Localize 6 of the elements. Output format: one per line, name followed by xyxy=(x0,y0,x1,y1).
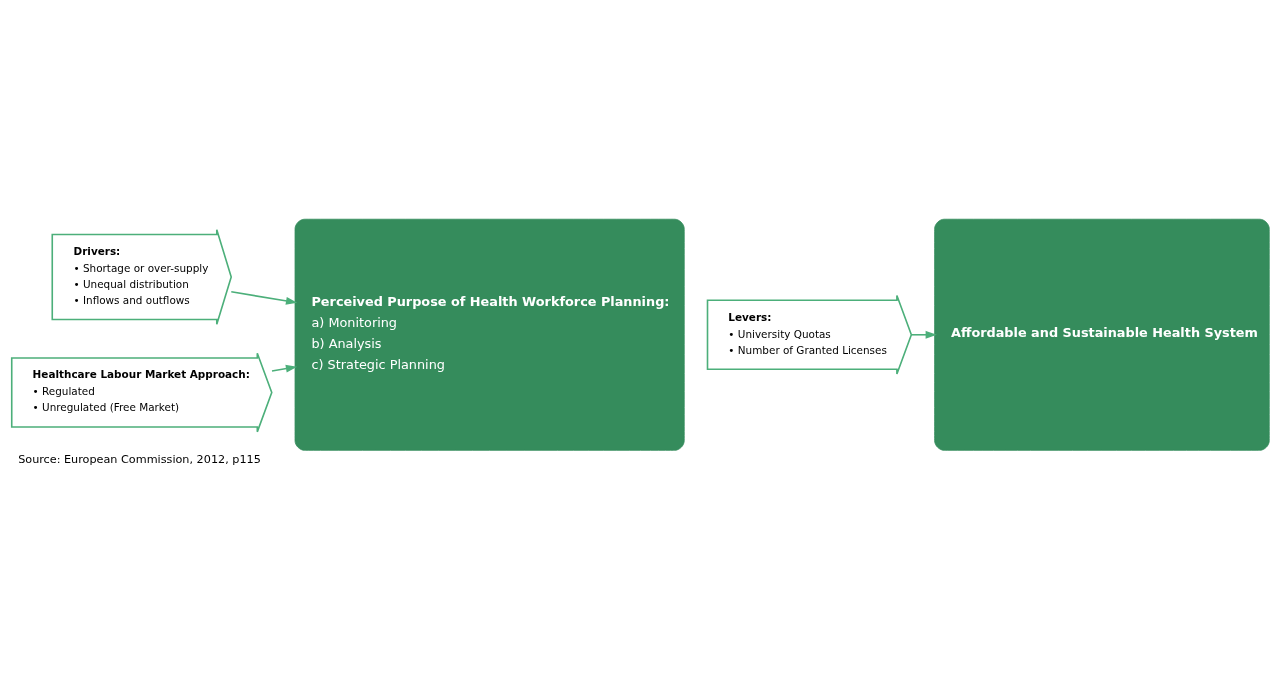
arrow xyxy=(910,330,937,339)
arrow xyxy=(230,290,298,305)
caption: Source: European Commission, 2012, p115 xyxy=(18,452,261,466)
node-box: Perceived Purpose of Health Workforce Planning: a) Monitoring b) Analysis c) Strategic Planning xyxy=(294,218,685,451)
arrow xyxy=(271,364,298,372)
node-box: Affordable and Sustainable Health System xyxy=(934,218,1270,451)
